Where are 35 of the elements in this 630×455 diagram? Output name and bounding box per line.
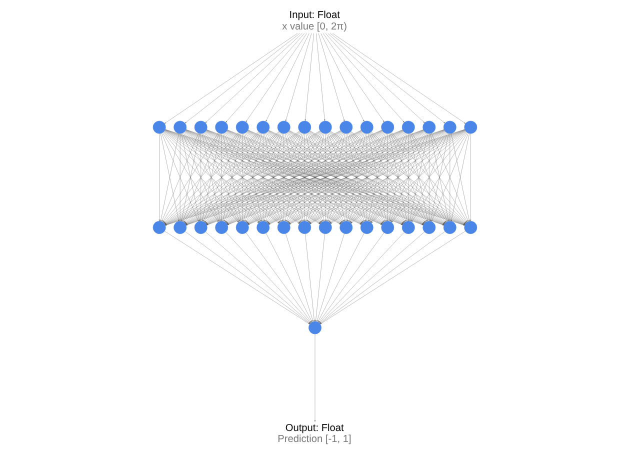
node-text: Input: Float x value [0, 2π) [282, 10, 347, 32]
arrow [266, 233, 312, 322]
arrow [246, 33, 307, 122]
arrow [205, 232, 310, 324]
arrow [164, 231, 310, 324]
arrow [470, 134, 472, 222]
arrow [316, 234, 344, 322]
arrow [318, 233, 364, 322]
arrow [304, 33, 314, 121]
arrow [323, 33, 384, 122]
arrow [319, 232, 404, 324]
node-text: Output: Float Prediction [-1, 1] [278, 422, 352, 445]
arrow [226, 232, 311, 324]
arrow [246, 232, 312, 323]
arrow [320, 232, 425, 324]
arrow [164, 33, 298, 124]
arrow [286, 234, 314, 322]
arrow [318, 33, 345, 122]
arrow [314, 334, 316, 422]
arrow [226, 33, 305, 122]
arrow [316, 33, 326, 121]
arrow [305, 234, 315, 322]
arrow [332, 33, 466, 124]
arrow [315, 234, 325, 322]
arrow [328, 33, 425, 123]
arrow [320, 33, 364, 122]
arrow [205, 33, 302, 123]
arrow [158, 134, 160, 222]
arrow [318, 232, 384, 323]
arrow [185, 231, 310, 324]
arrow [285, 33, 312, 122]
arrow [330, 33, 446, 124]
arrow [266, 33, 310, 122]
arrow [325, 33, 404, 122]
arrow [184, 33, 300, 124]
